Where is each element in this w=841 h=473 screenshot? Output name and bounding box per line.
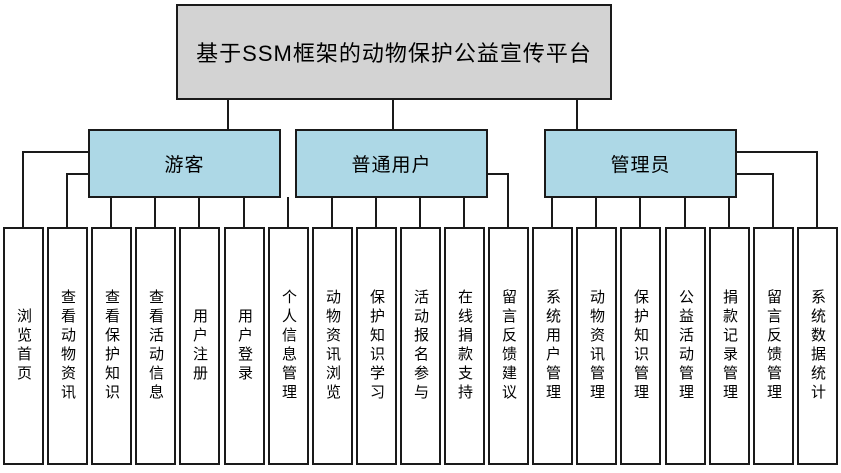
root-title-box: 基于SSM框架的动物保护公益宣传平台	[176, 4, 612, 100]
connector-user-to-animal-news-browsing	[331, 197, 333, 227]
connector-admin-to-knowledge-management	[639, 197, 641, 227]
connector-visitor-to-browse-home-h	[22, 151, 88, 153]
connector-admin-to-data-statistics-v	[816, 151, 818, 227]
leaf-box-view-protection-knowledge: 查看保护知识	[91, 227, 132, 465]
connector-admin-to-data-statistics-h	[735, 151, 818, 153]
leaf-box-system-data-statistics: 系统数据统计	[797, 227, 838, 465]
connector-visitor-to-view-animal-news-v	[66, 173, 68, 227]
connector-admin-to-feedback-management-h	[735, 173, 774, 175]
connector-title-to-regular-user	[392, 99, 394, 129]
leaf-box-animal-news-browsing: 动物资讯浏览	[312, 227, 353, 465]
leaf-box-view-animal-news: 查看动物资讯	[47, 227, 88, 465]
leaf-box-user-login: 用户登录	[224, 227, 265, 465]
leaf-box-activity-signup-participation: 活动报名参与	[400, 227, 441, 465]
connector-visitor-to-view-activity-info	[154, 197, 156, 227]
connector-user-to-feedback-suggestion-h	[486, 173, 509, 175]
leaf-box-user-register: 用户注册	[179, 227, 220, 465]
connector-visitor-to-view-animal-news-h	[66, 173, 88, 175]
connector-admin-to-donation-record-management	[728, 197, 730, 227]
connector-user-to-knowledge-learning	[375, 197, 377, 227]
connector-user-to-activity-signup	[419, 197, 421, 227]
connector-title-to-admin	[576, 99, 578, 129]
leaf-box-view-activity-info: 查看活动信息	[135, 227, 176, 465]
connector-visitor-to-view-protection-knowledge	[110, 197, 112, 227]
role-box-visitor: 游客	[88, 129, 281, 198]
connector-visitor-to-user-register	[198, 197, 200, 227]
role-box-regular-user: 普通用户	[295, 129, 488, 198]
leaf-box-protection-knowledge-management: 保护知识管理	[620, 227, 661, 465]
connector-visitor-to-user-login	[243, 197, 245, 227]
leaf-box-message-feedback-management: 留言反馈管理	[753, 227, 794, 465]
connector-visitor-to-browse-home-v	[22, 151, 24, 227]
leaf-box-personal-info-management: 个人信息管理	[268, 227, 309, 465]
connector-user-to-personal-info	[287, 197, 289, 227]
connector-title-to-visitor	[227, 99, 229, 129]
role-box-admin: 管理员	[544, 129, 737, 198]
leaf-box-message-feedback-suggestion: 留言反馈建议	[488, 227, 529, 465]
leaf-box-public-welfare-activity-management: 公益活动管理	[665, 227, 706, 465]
connector-admin-to-animal-news-management	[595, 197, 597, 227]
connector-user-to-feedback-suggestion-v	[507, 173, 509, 227]
connector-admin-to-feedback-management-v	[772, 173, 774, 227]
leaf-box-browse-home: 浏览首页	[3, 227, 44, 465]
leaf-box-system-user-management: 系统用户管理	[532, 227, 573, 465]
connector-admin-to-activity-management	[684, 197, 686, 227]
leaf-box-protection-knowledge-learning: 保护知识学习	[356, 227, 397, 465]
leaf-box-animal-news-management: 动物资讯管理	[576, 227, 617, 465]
connector-user-to-online-donation	[463, 197, 465, 227]
connector-admin-to-system-user-management	[551, 197, 553, 227]
leaf-box-donation-record-management: 捐款记录管理	[709, 227, 750, 465]
leaf-box-online-donation-support: 在线捐款支持	[444, 227, 485, 465]
